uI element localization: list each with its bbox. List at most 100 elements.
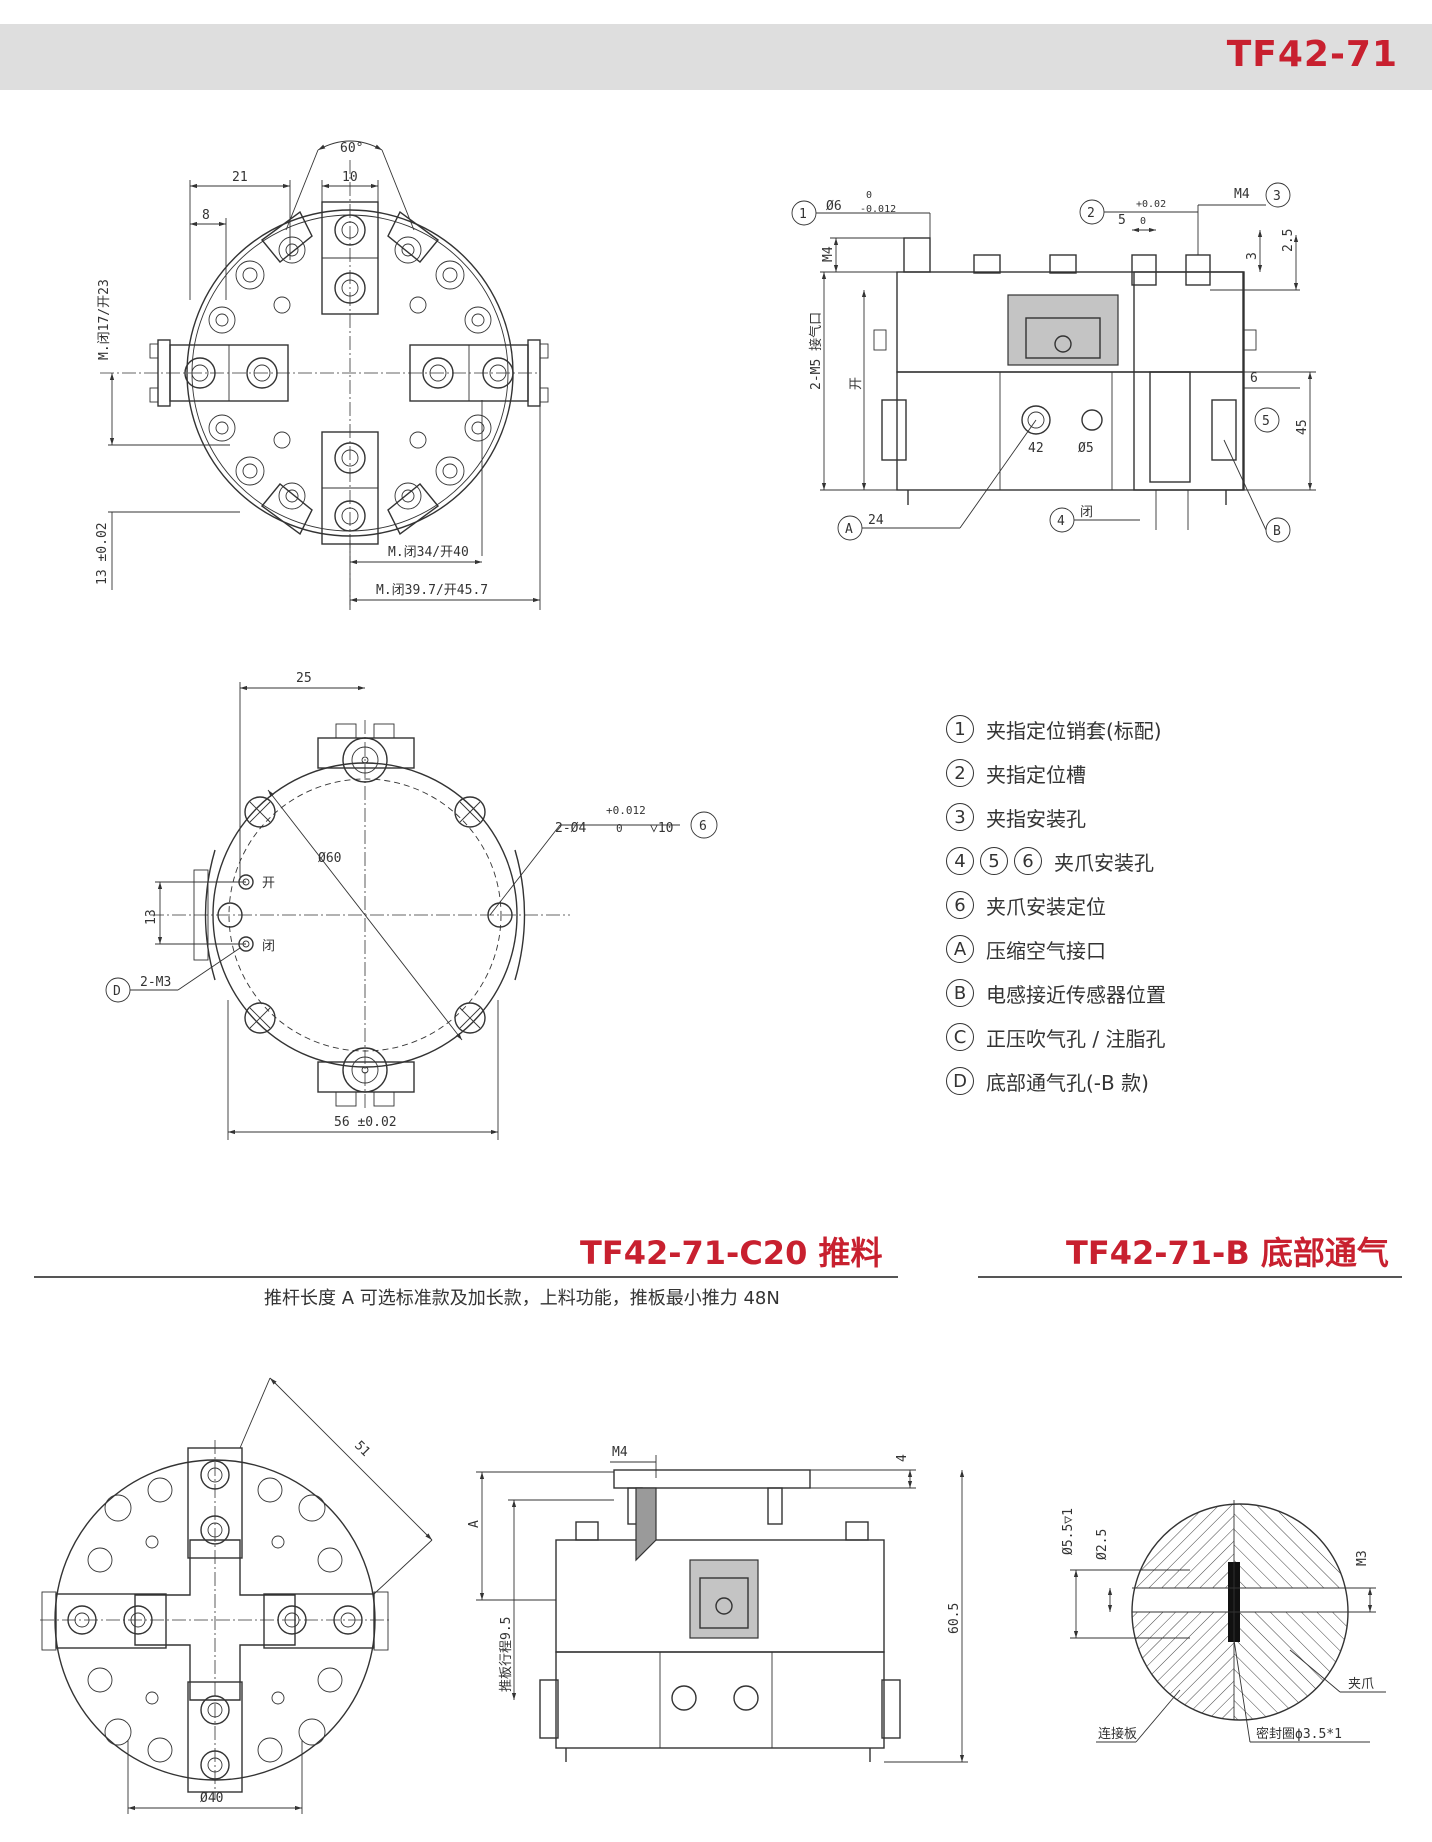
dim-dia40: Ø40	[200, 1791, 223, 1806]
bottom-view-drawing: Ø60 25 2-Ø4 +0.012 0 ▽10 6 13 开 闭 D 2-M3…	[105, 671, 718, 1140]
legend-item: 3 夹指安装孔	[946, 795, 1346, 839]
dim-5: 5	[1118, 213, 1126, 228]
legend-item: 2 夹指定位槽	[946, 751, 1346, 795]
section-rule-b	[978, 1276, 1402, 1278]
b-detail-drawing: Ø5.5▽1 Ø2.5 M3 夹爪 连接板 密封圈ϕ3.5*1	[1061, 1500, 1386, 1743]
legend-text: 夹指定位槽	[986, 762, 1086, 787]
dim-8: 8	[202, 208, 210, 223]
dim-2-m5-inlet: 24	[868, 513, 884, 528]
model-title: TF42-71	[1226, 34, 1398, 75]
section-title-c20: TF42-71-C20 推料	[580, 1234, 883, 1272]
label-open-side: Ø5	[1078, 441, 1094, 456]
c20-side-view-drawing: M4 4 A 推板行程9.5 60.5	[467, 1445, 968, 1763]
c20-top-view-drawing: 51 Ø40	[40, 1377, 433, 1814]
section-rule-c20	[34, 1276, 898, 1278]
dim-dia60: Ø60	[318, 851, 341, 866]
label-jaw: 夹爪	[1348, 1677, 1374, 1692]
legend-marker: 6	[1014, 847, 1042, 875]
dim-tol-zero: 0	[616, 822, 623, 835]
dim-51: 51	[351, 1438, 373, 1460]
dim-m6-depth12: 闭	[1080, 505, 1093, 520]
dim-dia6-tol-minus: -0.012	[860, 204, 896, 215]
legend-marker: B	[946, 979, 974, 1007]
dim-m-closed-34-open-40: M.闭34/开40	[388, 545, 469, 560]
marker-1: 1	[799, 207, 807, 222]
legend-marker: 6	[946, 891, 974, 919]
legend-item: C 正压吹气孔 / 注脂孔	[946, 1015, 1346, 1059]
dim-42: 开	[849, 377, 864, 390]
legend-marker: 1	[946, 715, 974, 743]
label-seal-ring: 密封圈ϕ3.5*1	[1256, 1726, 1342, 1742]
marker-b: B	[1273, 524, 1281, 539]
marker-a: A	[845, 522, 853, 537]
legend-marker: 5	[980, 847, 1008, 875]
dim-45: 2-M5 接气口	[808, 312, 824, 390]
label-connect-plate: 连接板	[1098, 1726, 1137, 1742]
dim-m4-c20: M4	[612, 1445, 628, 1460]
legend-marker: 3	[946, 803, 974, 831]
dim-dia6: Ø6	[826, 199, 842, 214]
legend-marker: A	[946, 935, 974, 963]
dim-depth-10: ▽10	[650, 821, 673, 836]
marker-2: 2	[1087, 206, 1095, 221]
callout-legend: 1 夹指定位销套(标配) 2 夹指定位槽 3 夹指安装孔 4 5 6 夹爪安装孔…	[946, 707, 1346, 1103]
dim-m4: M4	[1234, 187, 1250, 202]
legend-text: 夹爪安装孔	[1054, 850, 1154, 875]
dim-a: A	[467, 1520, 482, 1528]
dim-m-closed-39-7-open-45-7: M.闭39.7/开45.7	[376, 583, 488, 598]
dim-m-closed-17-open-23: M.闭17/开23	[97, 279, 112, 360]
dim-21: 21	[232, 170, 248, 185]
dim-56-tol: 56 ±0.02	[334, 1115, 397, 1130]
legend-marker: D	[946, 1067, 974, 1095]
dim-25: 25	[296, 671, 312, 686]
marker-4: 4	[1057, 514, 1065, 529]
dim-13-tol: 13 ±0.02	[95, 522, 110, 585]
dim-push-stroke: 推板行程9.5	[499, 1617, 514, 1692]
dim-3: M4	[821, 246, 836, 262]
marker-3: 3	[1273, 189, 1281, 204]
legend-item: B 电感接近传感器位置	[946, 971, 1346, 1015]
legend-text: 夹爪安装定位	[986, 894, 1106, 919]
legend-text: 压缩空气接口	[986, 938, 1106, 963]
dim-2-m3: 2-M3	[140, 975, 171, 990]
legend-text: 夹指定位销套(标配)	[986, 718, 1162, 743]
marker-d: D	[113, 984, 121, 999]
label-open: 开	[262, 876, 275, 891]
dim-24: 45	[1295, 419, 1310, 435]
marker-5: 5	[1262, 414, 1270, 429]
dim-60-5: 60.5	[947, 1603, 962, 1634]
label-closed: 闭	[262, 939, 275, 954]
legend-item: 1 夹指定位销套(标配)	[946, 707, 1346, 751]
legend-text: 夹指安装孔	[986, 806, 1086, 831]
dim-5-tol: +0.02	[1136, 199, 1166, 210]
legend-text: 底部通气孔(-B 款)	[986, 1070, 1149, 1095]
dim-m3: M3	[1355, 1550, 1370, 1566]
dim-4-c20: 4	[895, 1454, 910, 1462]
legend-item: 6 夹爪安装定位	[946, 883, 1346, 927]
marker-6: 6	[699, 819, 707, 834]
dim-dia6-tol-zero: 0	[866, 190, 872, 201]
dim-dia5: 6	[1250, 371, 1258, 386]
section-desc-c20: 推杆长度 A 可选标准款及加长款，上料功能，推板最小推力 48N	[264, 1288, 780, 1309]
dim-60deg: 60°	[340, 141, 363, 156]
legend-item: A 压缩空气接口	[946, 927, 1346, 971]
dim-dia2-5: Ø2.5	[1095, 1529, 1110, 1560]
dim-13: 13	[144, 909, 159, 925]
dim-6: 2.5	[1281, 229, 1296, 252]
section-title-b: TF42-71-B 底部通气	[1066, 1234, 1389, 1272]
dim-tol-plus: +0.012	[606, 804, 646, 817]
legend-marker: 4	[946, 847, 974, 875]
dim-10: 10	[342, 170, 358, 185]
top-view-drawing: 60° 21 10 8 M.闭17/开23 M.闭34/开40 M.闭39.7/…	[95, 140, 549, 610]
dim-2-dia4: 2-Ø4	[555, 821, 586, 836]
dim-dia5-5-depth1: Ø5.5▽1	[1061, 1508, 1076, 1555]
header-bar: TF42-71	[0, 24, 1432, 90]
dim-5-zero: 0	[1140, 216, 1146, 227]
side-view-drawing: 2-M5 接气口 开 M4 1 Ø6 0 -0.012 2 +0.02 5 0 …	[791, 182, 1316, 543]
dim-2-5: 3	[1245, 252, 1260, 260]
legend-item: 4 5 6 夹爪安装孔	[946, 839, 1346, 883]
legend-text: 正压吹气孔 / 注脂孔	[986, 1026, 1166, 1051]
label-closed-side: 42	[1028, 441, 1044, 456]
legend-marker: 2	[946, 759, 974, 787]
